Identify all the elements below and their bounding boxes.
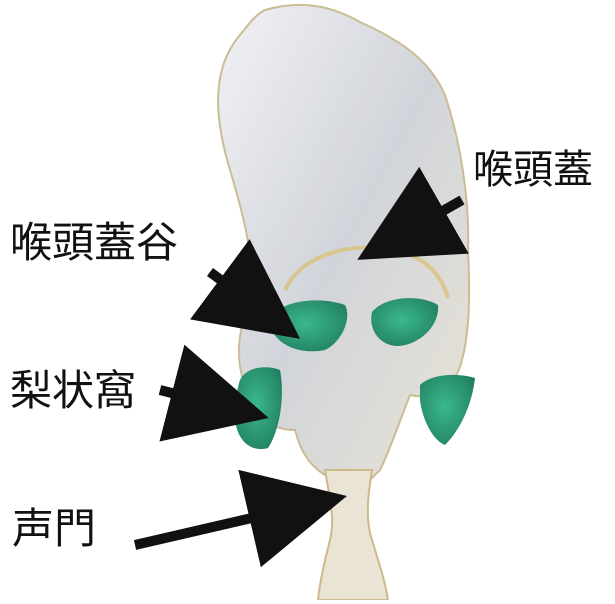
glottis-tissue — [318, 470, 388, 600]
arrow-piriform — [160, 390, 230, 408]
label-piriform-fossa: 梨状窩 — [10, 370, 136, 412]
label-vallecula: 喉頭蓋谷 — [10, 222, 178, 264]
label-glottis: 声門 — [12, 508, 96, 550]
piriform-fossa-left — [235, 367, 282, 449]
label-epiglottis: 喉頭蓋 — [473, 150, 593, 190]
piriform-fossa-right — [420, 375, 475, 445]
arrow-glottis — [135, 505, 308, 545]
